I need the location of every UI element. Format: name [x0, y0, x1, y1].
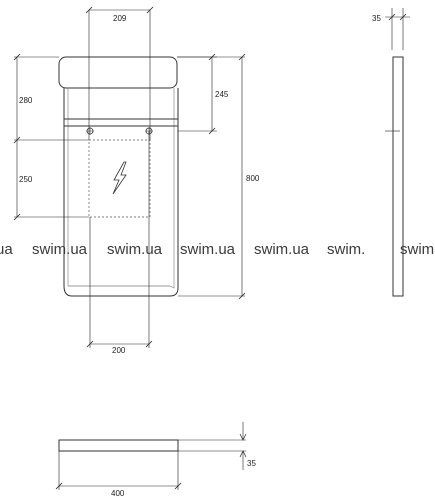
watermark-text: swim.ua	[180, 241, 236, 258]
dimension-lines	[14, 9, 245, 348]
top-profile	[58, 439, 179, 452]
watermark-text: swim.ua	[32, 241, 88, 258]
body-outline	[63, 88, 179, 297]
arrow-up-icon	[239, 450, 247, 458]
dim-total-width: 400	[111, 489, 125, 498]
top-bar	[58, 56, 178, 89]
dim-shelf-offset: 245	[215, 90, 229, 99]
dim-upper-height: 280	[19, 96, 33, 105]
dim-side-depth: 35	[372, 14, 381, 23]
watermark-text: swim.ua	[254, 241, 310, 258]
watermark-text: swim.	[327, 241, 365, 258]
watermark-row: ua swim.ua swim.ua swim.ua swim.ua swim.…	[0, 241, 435, 258]
dim-total-height: 800	[246, 174, 260, 183]
watermark-text: swim.	[400, 241, 435, 258]
watermark-text: ua	[0, 241, 13, 258]
dim-bottom-depth: 35	[247, 459, 256, 468]
dimension-ticks	[13, 6, 407, 490]
dim-bottom-width: 200	[112, 346, 126, 355]
side-view	[385, 8, 410, 297]
lightning-bolt-icon	[112, 161, 127, 195]
front-view	[58, 56, 179, 297]
mounting-holes	[86, 127, 153, 135]
top-view	[58, 422, 246, 490]
watermark-text: swim.ua	[107, 241, 163, 258]
arrow-down-icon	[239, 433, 247, 441]
dim-top-width: 209	[113, 14, 127, 23]
outlet-zone	[88, 139, 151, 218]
dim-outlet-height: 250	[19, 175, 33, 184]
inner-frame	[67, 88, 175, 289]
side-profile	[392, 56, 404, 297]
